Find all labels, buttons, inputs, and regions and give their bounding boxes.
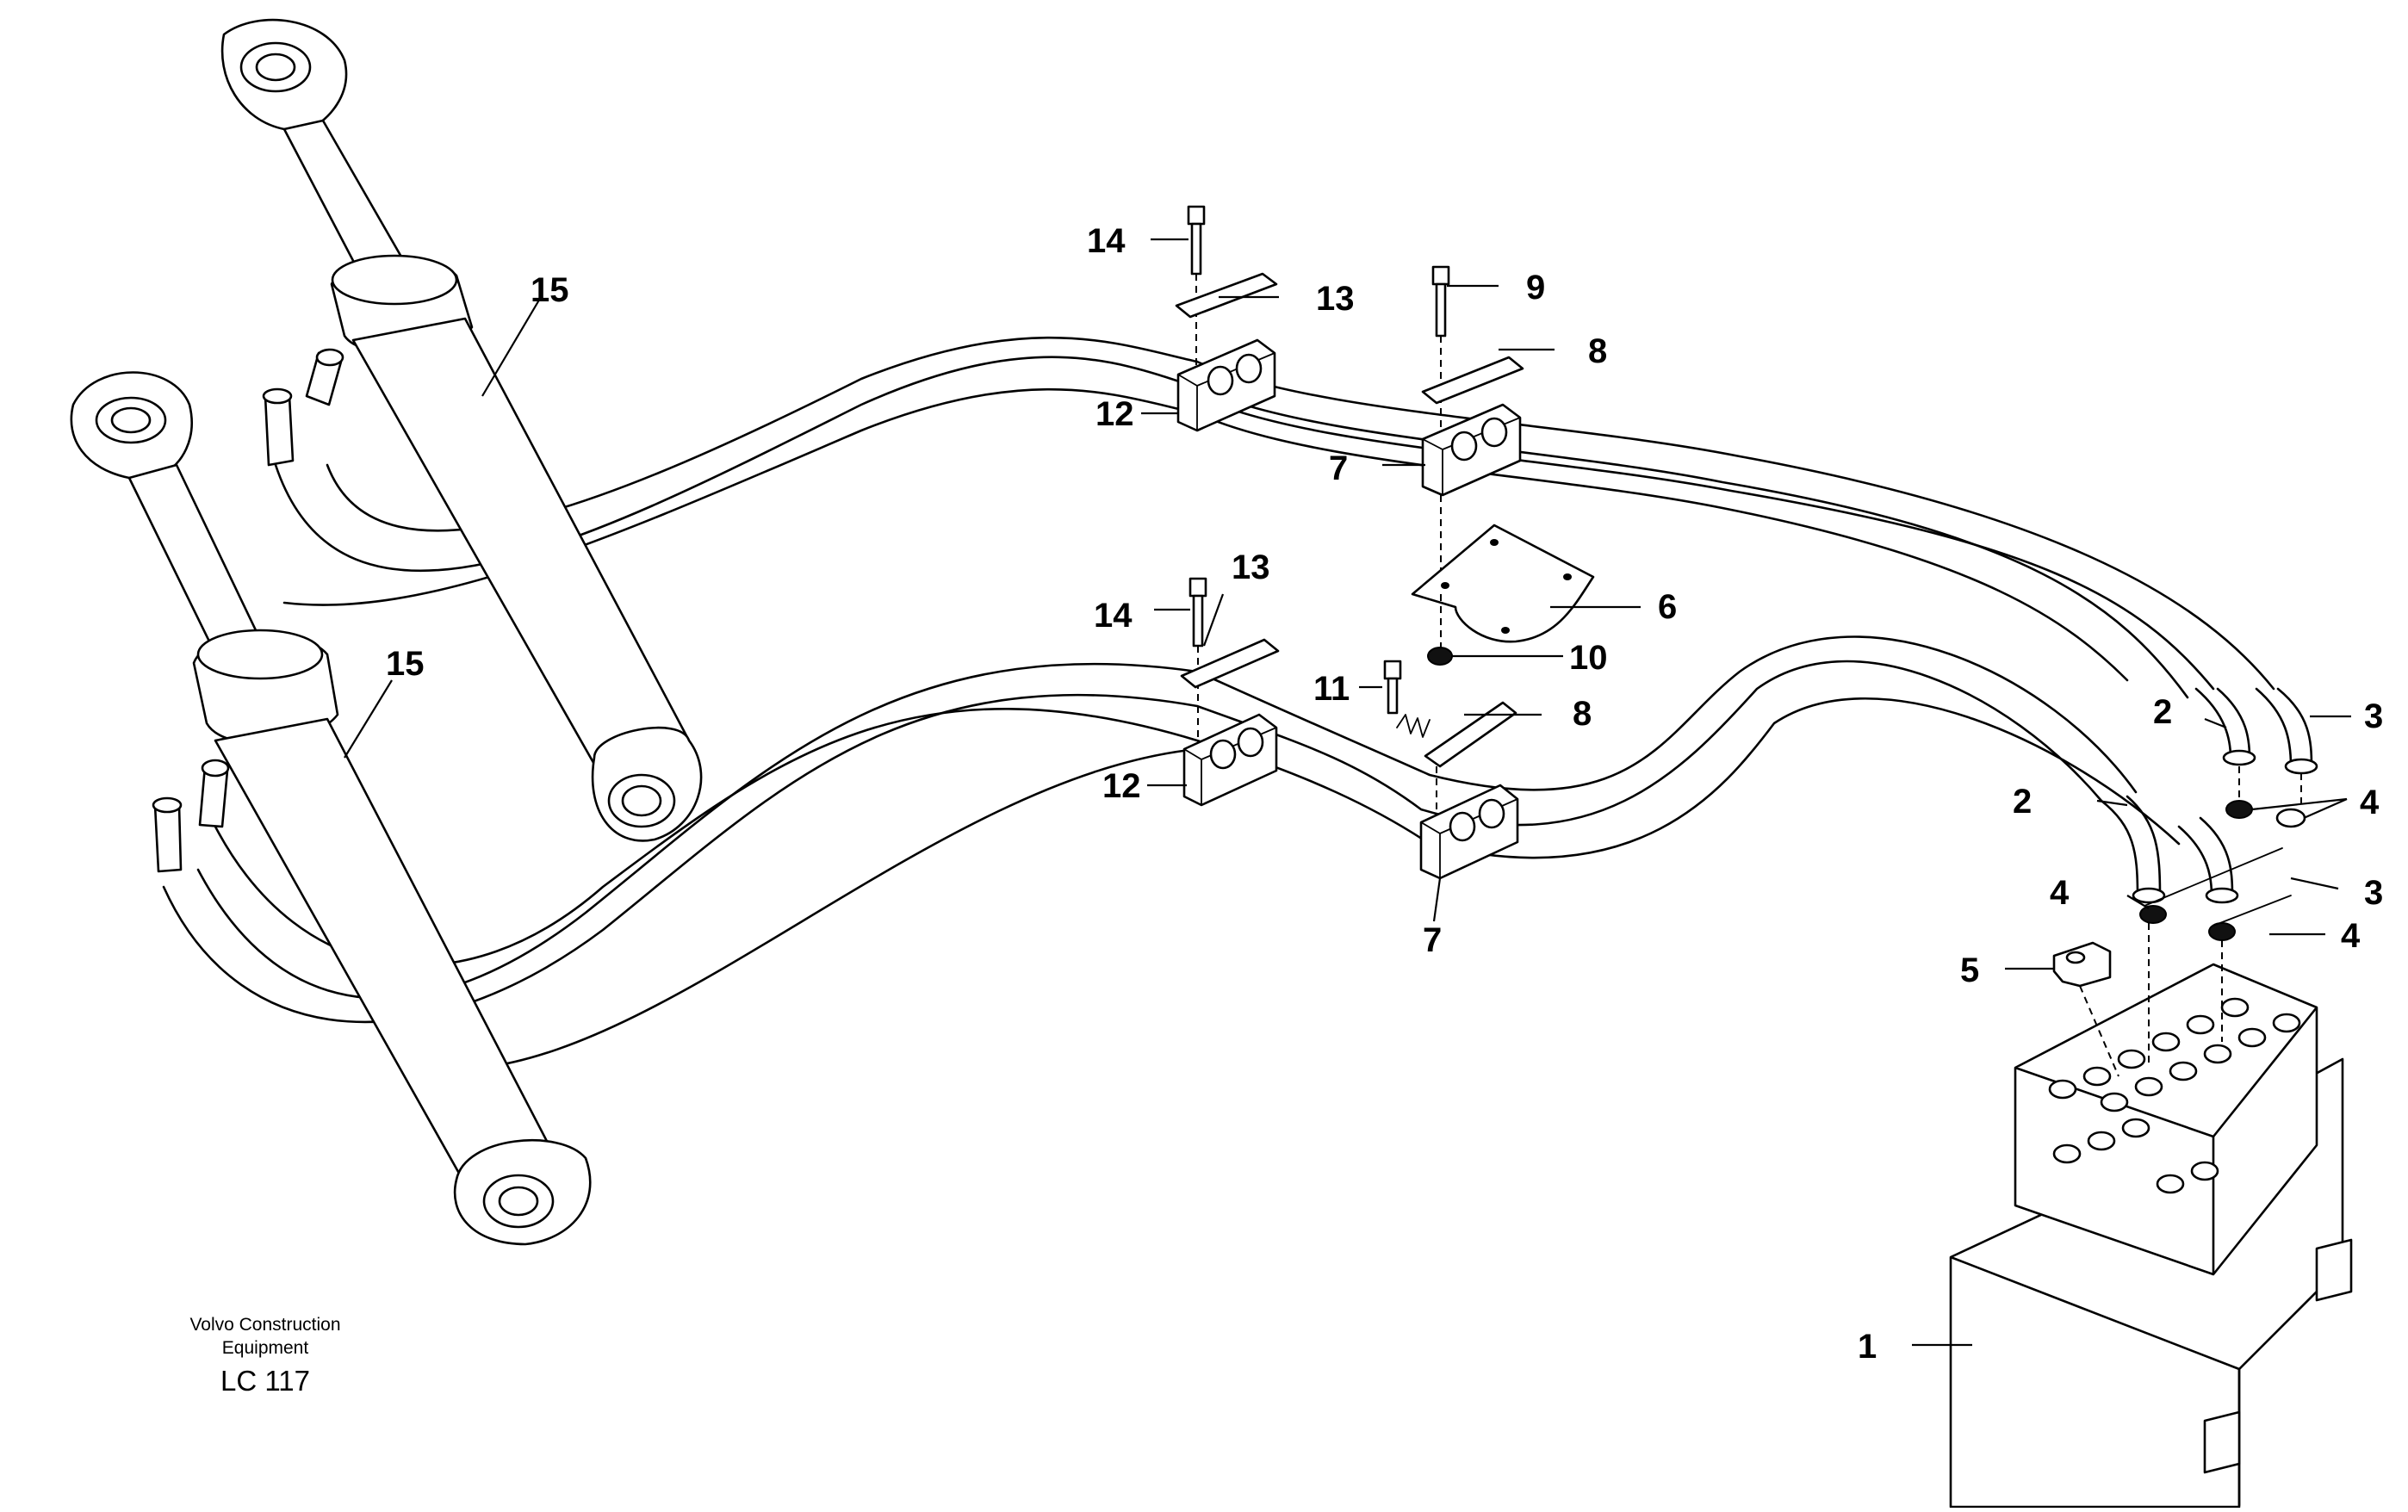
callout-4-lower: 4 [2341,917,2361,955]
callout-15-lower: 15 [386,645,425,683]
hydraulic-cylinder-upper [220,18,703,842]
footer-caption: Volvo Construction Equipment LC 117 [189,1315,340,1397]
callout-1: 1 [1858,1328,1877,1366]
callout-7-upper: 7 [1329,449,1348,487]
callout-15-upper: 15 [531,271,569,309]
callout-2-upper: 2 [2153,693,2172,731]
company-name-line1: Volvo Construction [189,1315,340,1335]
clamp-assembly-upper-right [1411,265,1595,666]
callout-3-lower: 3 [2364,874,2383,912]
callout-12-upper: 12 [1095,395,1134,433]
callout-4-right: 4 [2360,784,2380,821]
company-name-line2: Equipment [222,1338,309,1358]
callout-14-lower: 14 [1094,597,1133,635]
callout-14-upper: 14 [1087,222,1126,260]
hose-end-fittings-left [152,348,344,873]
pipe-fittings-right [2052,687,2318,1077]
leader-lines [344,238,2351,1347]
callout-8-upper: 8 [1588,332,1607,370]
callout-5: 5 [1960,951,1979,989]
callout-4-left: 4 [2050,874,2070,912]
callout-2-lower: 2 [2013,783,2032,821]
callout-7-lower: 7 [1423,921,1442,959]
callout-3-upper: 3 [2364,697,2383,735]
clamp-assembly-lower-right [1383,660,1519,880]
clamp-assembly-lower-left [1180,577,1280,807]
callout-11: 11 [1313,670,1350,708]
callout-13-lower: 13 [1232,548,1270,586]
valve-ports [2048,997,2301,1194]
callout-labels: 14 13 12 9 8 7 6 10 11 8 14 13 12 7 15 1… [386,222,2383,1366]
callout-9: 9 [1526,269,1545,307]
callout-6: 6 [1658,588,1677,626]
callout-10: 10 [1569,639,1608,677]
drawing-code: LC 117 [220,1365,310,1397]
callout-8-lower: 8 [1573,695,1592,733]
control-valve-block [1949,963,2353,1509]
clamp-assembly-upper-left [1175,205,1278,432]
callout-13-upper: 13 [1316,280,1355,318]
callout-12-lower: 12 [1102,767,1141,805]
hydraulic-cylinder-lower [70,371,592,1246]
